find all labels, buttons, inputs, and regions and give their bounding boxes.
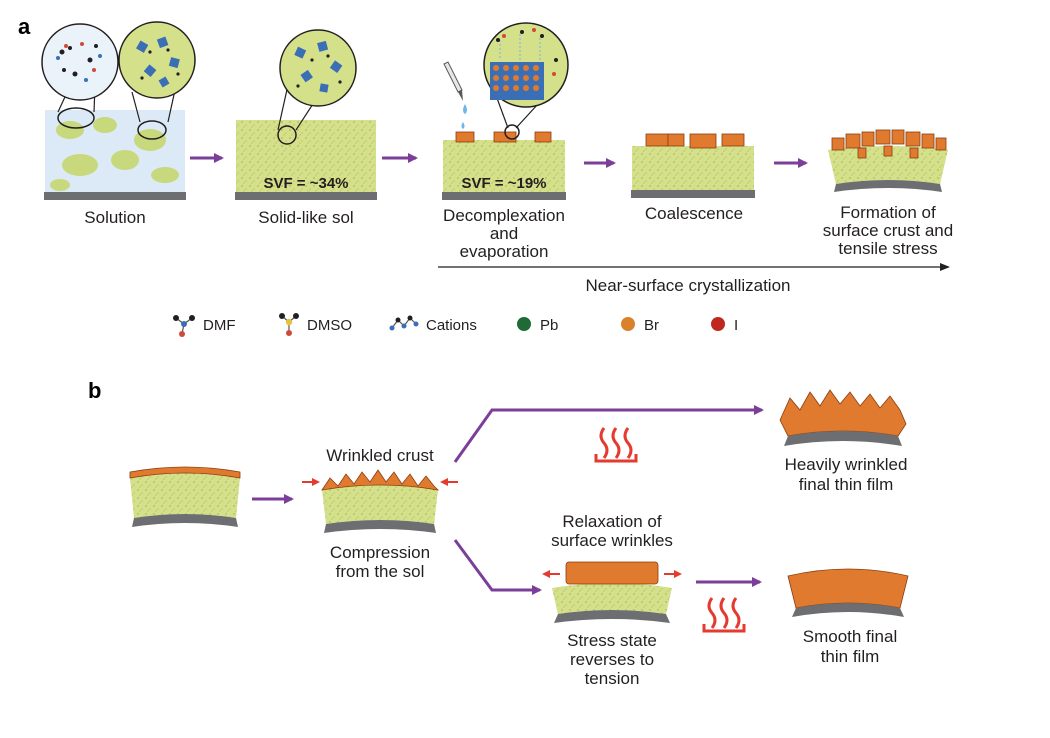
decomplexation-stage: SVF = ~19% Decomplexation and evaporatio…: [442, 22, 569, 261]
decomplexation-label-2: and: [490, 224, 518, 243]
panel-b-label: b: [88, 378, 101, 403]
smooth-film: Smooth final thin film: [787, 568, 909, 666]
coalescence-stage: Coalescence: [631, 133, 755, 223]
decomplexation-label-1: Decomplexation: [443, 206, 565, 225]
dropper-icon: [443, 61, 467, 129]
formation-label-3: tensile stress: [838, 239, 937, 258]
legend: DMF DMSO Cations Pb Br I: [173, 313, 738, 337]
svf-34-label: SVF = ~34%: [263, 175, 348, 192]
pb-sphere-icon: [517, 317, 531, 331]
legend-dmf: DMF: [203, 317, 236, 334]
formation-stage: Formation of surface crust and tensile s…: [823, 129, 953, 258]
stress-label-3: tension: [585, 669, 640, 688]
heavily-wrinkled-label-2: final thin film: [799, 475, 893, 494]
initial-film: [129, 466, 241, 527]
arrow-b-upper: [453, 405, 764, 463]
wrinkled-crust-stage: Wrinkled crust Compression from the sol: [302, 446, 458, 581]
svf-19-label: SVF = ~19%: [461, 175, 546, 192]
legend-pb: Pb: [540, 317, 558, 334]
legend-cations: Cations: [426, 317, 477, 334]
compression-label-2: from the sol: [336, 562, 425, 581]
cation-chain-icon: [389, 315, 419, 331]
heavily-wrinkled-label-1: Heavily wrinkled: [785, 455, 908, 474]
legend-br: Br: [644, 317, 659, 334]
decomplexation-label-3: evaporation: [460, 242, 549, 261]
dmso-molecule-icon: [279, 313, 299, 336]
heavily-wrinkled-film: Heavily wrinkled final thin film: [779, 389, 908, 494]
dmf-molecule-icon: [173, 315, 195, 337]
cluster-zoom-circle: [118, 21, 196, 99]
br-sphere-icon: [621, 317, 635, 331]
arrow-b-lower: [453, 539, 542, 595]
compression-label-1: Compression: [330, 543, 430, 562]
solid-sol-label: Solid-like sol: [258, 208, 353, 227]
coalescence-label: Coalescence: [645, 204, 743, 223]
stress-label-2: reverses to: [570, 650, 654, 669]
stress-label-1: Stress state: [567, 631, 657, 650]
solution-zoom-circle: [41, 23, 119, 101]
heat-icon: [594, 427, 638, 463]
formation-label-1: Formation of: [840, 203, 936, 222]
relaxation-stage: Relaxation of surface wrinkles Stress st…: [542, 512, 682, 688]
smooth-label-2: thin film: [821, 647, 880, 666]
wrinkled-crust-label: Wrinkled crust: [326, 446, 434, 465]
sol-zoom-circle: [279, 29, 357, 107]
solid-sol-stage: SVF = ~34% Solid-like sol: [235, 29, 377, 227]
relaxation-label-1: Relaxation of: [562, 512, 662, 531]
i-sphere-icon: [711, 317, 725, 331]
panel-a-label: a: [18, 14, 31, 39]
smooth-label-1: Smooth final: [803, 627, 898, 646]
solution-label: Solution: [84, 208, 145, 227]
solution-stage: Solution: [41, 21, 196, 227]
legend-dmso: DMSO: [307, 317, 352, 334]
formation-label-2: surface crust and: [823, 221, 953, 240]
near-surface-label: Near-surface crystallization: [585, 276, 790, 295]
heat-icon-lower: [702, 597, 746, 633]
legend-i: I: [734, 317, 738, 334]
relaxation-label-2: surface wrinkles: [551, 531, 673, 550]
